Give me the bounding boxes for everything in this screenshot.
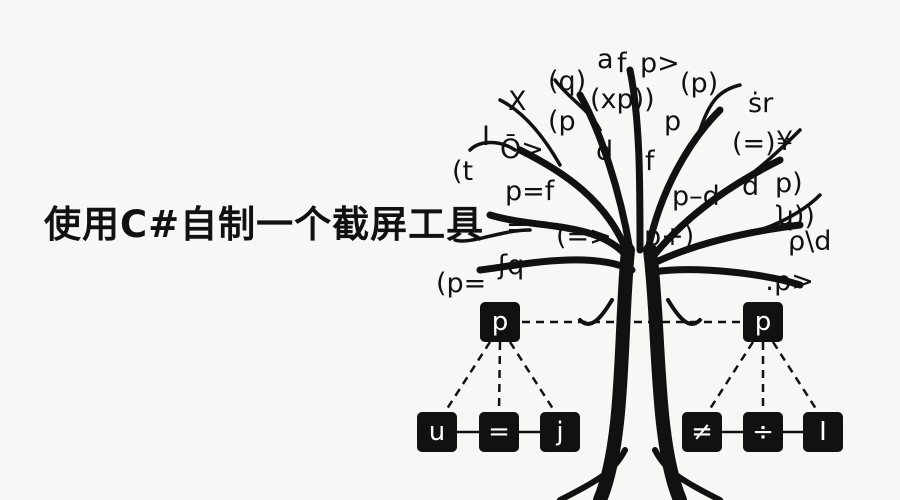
- code-symbol: p–d: [672, 181, 720, 212]
- code-symbol: (=>: [556, 221, 612, 252]
- node-label: ÷: [752, 417, 774, 447]
- parent-node: p: [480, 302, 520, 342]
- code-symbol: (p=: [436, 268, 486, 299]
- code-symbol: X: [508, 86, 527, 117]
- code-symbol: ṡr: [748, 88, 774, 119]
- code-symbol: f: [617, 48, 628, 79]
- code-symbol: p>: [640, 48, 680, 79]
- page-title: 使用C#自制一个截屏工具: [44, 203, 485, 246]
- code-symbol: d: [596, 136, 613, 167]
- child-node: I: [803, 412, 843, 452]
- code-symbol: a: [597, 44, 614, 75]
- code-symbol: f: [645, 146, 656, 177]
- code-symbol: ʃq: [497, 250, 524, 281]
- node-connector-lines: [443, 320, 820, 413]
- code-symbol: ρ\d: [788, 226, 831, 257]
- code-symbol: :p>: [765, 266, 814, 297]
- child-node: u: [417, 412, 457, 452]
- tree-nodes: p p u = j ≠ ÷ I: [417, 302, 843, 452]
- code-symbol: Ō>: [500, 134, 544, 165]
- code-symbol: p: [664, 106, 681, 137]
- child-node: ÷: [743, 412, 783, 452]
- code-symbol: p+): [644, 221, 694, 252]
- code-symbol: p): [775, 168, 803, 199]
- node-label: u: [429, 417, 445, 447]
- code-symbol: (q): [548, 66, 586, 97]
- node-label: I: [819, 417, 827, 447]
- code-symbol: d: [742, 171, 759, 202]
- node-label: p: [755, 307, 772, 337]
- code-symbol: (t: [452, 156, 473, 187]
- code-symbol: (p): [680, 68, 718, 99]
- node-label: p: [492, 307, 509, 337]
- code-symbol: p=f: [505, 176, 556, 207]
- node-label: j: [555, 417, 563, 447]
- child-node: =: [479, 412, 519, 452]
- code-symbol: (=): [732, 128, 776, 159]
- code-symbol: (xp)): [590, 84, 655, 115]
- code-symbol: I: [482, 121, 490, 152]
- node-label: ≠: [691, 417, 713, 447]
- code-symbol: ʮ)): [776, 201, 815, 232]
- node-label: =: [488, 417, 510, 447]
- code-symbol: ≐: [506, 212, 529, 243]
- code-symbol: (p: [548, 106, 576, 137]
- code-symbol: ¥: [776, 126, 793, 157]
- child-node: j: [540, 412, 580, 452]
- child-node: ≠: [682, 412, 722, 452]
- parent-node: p: [743, 302, 783, 342]
